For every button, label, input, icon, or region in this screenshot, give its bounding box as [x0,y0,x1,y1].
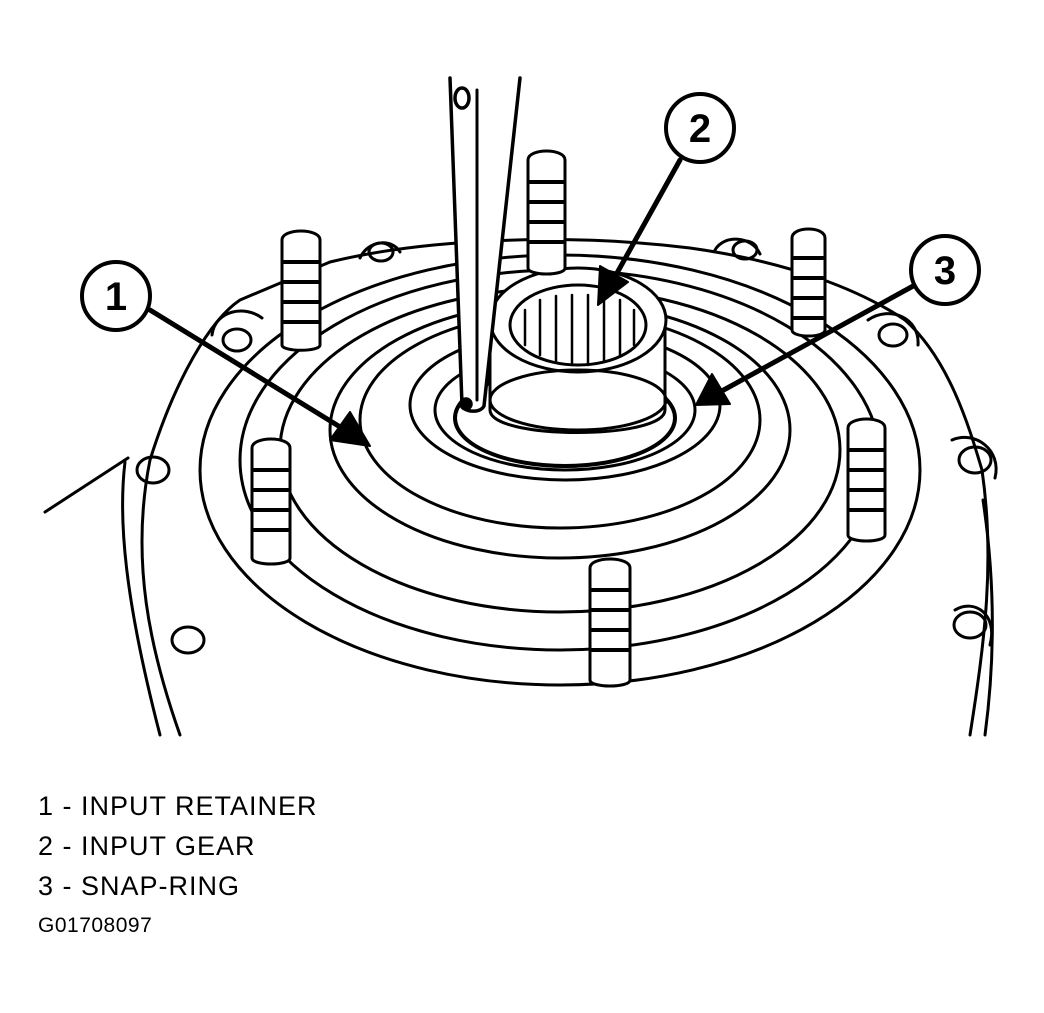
legend-item-snap-ring: 3 - SNAP-RING [38,871,241,901]
housing-side-right [981,498,994,737]
callout-2-arrow [609,157,683,285]
input-gear-shoulder [488,368,668,432]
callout-1-arrow [147,307,348,433]
housing-lug-far-right [950,435,998,480]
callout-1-arrowhead [329,411,371,447]
callout-2-circle [664,92,736,164]
transfer-case-illustration: 1 2 3 [43,76,998,737]
bolt-hole [135,455,171,485]
callout-arrows [147,157,918,447]
callout-2: 2 [664,92,736,164]
stud [846,417,887,543]
legend-item-input-retainer: 1 - INPUT RETAINER [38,791,318,821]
callout-1-number: 1 [105,275,127,319]
stud [526,149,567,276]
snap-ring-pliers [448,76,522,413]
legend: 1 - INPUT RETAINER 2 - INPUT GEAR 3 - SN… [38,786,318,906]
bolt-hole [170,625,206,655]
case-edge-line [43,456,130,514]
housing-lug-right [866,312,920,347]
legend-item-input-gear: 2 - INPUT GEAR [38,831,256,861]
figure-id: G01708097 [38,914,153,937]
callout-1-circle [80,260,152,332]
bolt-hole [367,241,395,263]
housing-side-left [121,460,162,737]
callout-2-arrowhead [597,265,629,306]
input-gear [488,266,668,434]
stud [588,557,632,688]
pliers-tip [459,397,473,411]
housing-lug-left [210,309,264,337]
bolt-hole [877,322,909,348]
bolt-hole [957,445,993,475]
pliers-pivot [453,86,471,110]
bolt-hole [221,327,253,353]
stud [790,227,827,338]
input-gear-bore [508,283,648,367]
bolt-hole [952,610,988,640]
callout-3-arrowhead [695,373,731,406]
callout-2-number: 2 [689,107,711,151]
input-gear-splines [523,293,636,367]
callout-3: 3 [909,234,981,306]
stud [280,229,322,352]
callout-3-circle [909,234,981,306]
callout-3-number: 3 [934,249,956,293]
studs [250,149,887,688]
bolt-hole [731,239,759,261]
bolt-holes [135,239,993,655]
callout-1: 1 [80,260,152,332]
callout-3-arrow [717,282,918,395]
stud [250,437,292,566]
